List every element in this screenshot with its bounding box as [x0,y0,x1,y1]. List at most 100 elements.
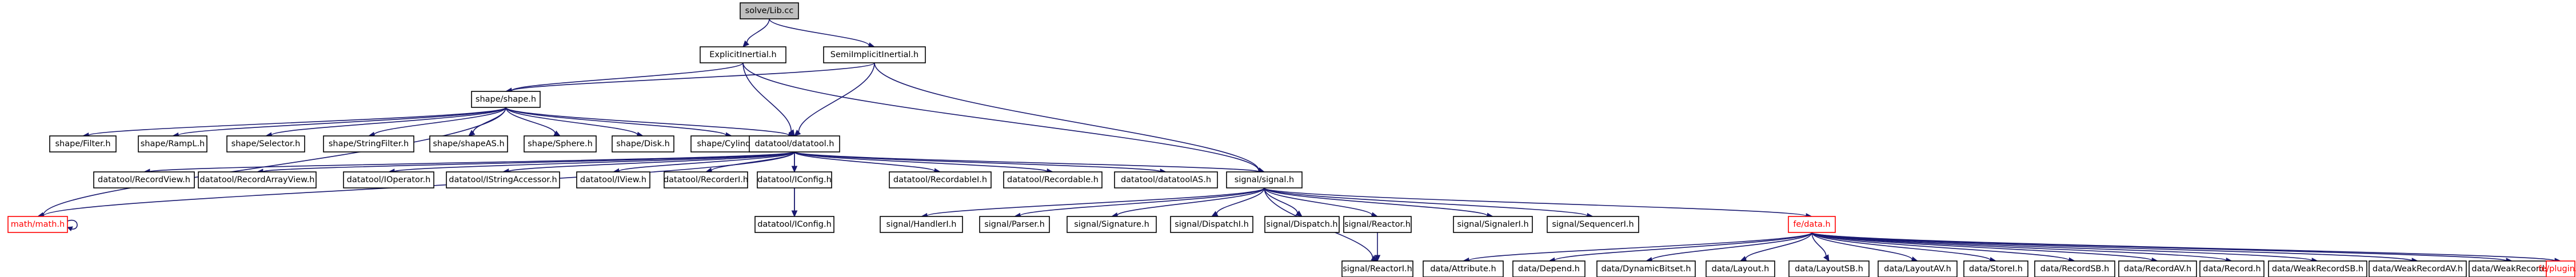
node-box[interactable] [1170,216,1253,233]
node-box[interactable] [1264,216,1340,233]
node-box[interactable] [1963,260,2028,277]
node-box[interactable] [471,91,541,108]
node-box[interactable] [323,135,414,152]
node-box[interactable] [1706,260,1775,277]
node-box[interactable] [664,171,748,188]
node-sig_parser[interactable]: signal/Parser.h [979,216,1050,233]
node-shapefilter[interactable]: shape/Filter.h [49,135,117,152]
node-d_weakrecordav[interactable]: data/WeakRecordAV.h [2369,260,2467,277]
edge-fedata-to-d_weakrecordsb [1811,232,2313,262]
node-sig_signature[interactable]: signal/Signature.h [1067,216,1157,233]
node-box[interactable] [2546,260,2575,277]
node-d_depend[interactable]: data/Depend.h [1512,260,1585,277]
node-dt_datatoolas[interactable]: datatool/datatoolAS.h [1114,171,1218,188]
node-box[interactable] [1114,171,1218,188]
node-box[interactable] [1788,216,1836,233]
node-sig_reactori[interactable]: signal/ReactorI.h [1341,260,1413,277]
node-box[interactable] [1067,216,1157,233]
node-box[interactable] [740,2,799,19]
node-box[interactable] [749,135,840,152]
node-box[interactable] [93,171,195,188]
node-box[interactable] [2118,260,2197,277]
node-box[interactable] [49,135,117,152]
node-sig_dispatchi[interactable]: signal/DispatchI.h [1170,216,1253,233]
node-dt_iconfigh[interactable]: datatool/IConfig.h [754,216,834,233]
node-d_layout[interactable]: data/Layout.h [1706,260,1775,277]
node-box[interactable] [880,216,963,233]
node-dt_recordarrayview[interactable]: datatool/RecordArrayView.h [198,171,317,188]
node-box[interactable] [700,46,786,63]
node-fedata[interactable]: fe/data.h [1788,216,1836,233]
node-sig_handleri[interactable]: signal/HandlerI.h [880,216,963,233]
node-box[interactable] [1878,260,1958,277]
node-sig_reactor[interactable]: signal/Reactor.h [1343,216,1412,233]
node-d_attribute[interactable]: data/Attribute.h [1423,260,1504,277]
node-box[interactable] [446,171,560,188]
node-box[interactable] [1341,260,1413,277]
node-box[interactable] [1596,260,1696,277]
node-box[interactable] [757,171,832,188]
node-box[interactable] [2199,260,2265,277]
node-box[interactable] [226,135,305,152]
node-dt_ioperator[interactable]: datatool/IOperator.h [343,171,434,188]
node-shapesphere[interactable]: shape/Sphere.h [524,135,597,152]
node-sig_sequenceri[interactable]: signal/SequencerI.h [1547,216,1639,233]
node-signal[interactable]: signal/signal.h [1226,171,1303,188]
node-box[interactable] [754,216,834,233]
node-feplugin[interactable]: fe/plugin.h [2538,260,2576,277]
node-dt_iconfig[interactable]: datatool/IConfig.h [757,171,832,188]
node-explicit[interactable]: ExplicitInertial.h [700,46,786,63]
node-d_storei[interactable]: data/StoreI.h [1963,260,2028,277]
node-d_record[interactable]: data/Record.h [2199,260,2265,277]
node-dt_iview[interactable]: datatool/IView.h [576,171,650,188]
node-shapestringfilter[interactable]: shape/StringFilter.h [323,135,414,152]
node-sig_signaleri[interactable]: signal/SignalerI.h [1453,216,1533,233]
node-semiimplicit[interactable]: SemiImplicitInertial.h [823,46,926,63]
node-box[interactable] [2369,260,2467,277]
node-d_layoutav[interactable]: data/LayoutAV.h [1878,260,1958,277]
node-box[interactable] [1453,216,1533,233]
node-box[interactable] [979,216,1050,233]
node-dt_recordview[interactable]: datatool/RecordView.h [93,171,195,188]
edge-signal-to-fedata [1264,187,1807,217]
node-shapedisk[interactable]: shape/Disk.h [612,135,674,152]
node-box[interactable] [889,171,992,188]
node-dt_recordable[interactable]: datatool/Recordable.h [1003,171,1103,188]
node-d_dynamicbitset[interactable]: data/DynamicBitset.h [1596,260,1696,277]
node-d_recordav[interactable]: data/RecordAV.h [2118,260,2197,277]
node-box[interactable] [1547,216,1639,233]
node-dt_recorderi[interactable]: datatool/RecorderI.h [664,171,748,188]
node-shaperamp[interactable]: shape/RampL.h [138,135,207,152]
node-box[interactable] [823,46,926,63]
node-shape[interactable]: shape/shape.h [471,91,541,108]
node-box[interactable] [429,135,508,152]
edge-fedata-to-d_dynamicbitset [1651,232,1812,261]
node-sig_dispatch[interactable]: signal/Dispatch.h [1264,216,1340,233]
node-box[interactable] [612,135,674,152]
node-box[interactable] [2268,260,2367,277]
node-d_layoutsb[interactable]: data/LayoutSB.h [1788,260,1870,277]
node-d_recordsb[interactable]: data/RecordSB.h [2034,260,2115,277]
node-box[interactable] [524,135,597,152]
node-d_weakrecordsb[interactable]: data/WeakRecordSB.h [2268,260,2367,277]
node-box[interactable] [1003,171,1103,188]
node-box[interactable] [1226,171,1303,188]
node-box[interactable] [2034,260,2115,277]
node-shapeselector[interactable]: shape/Selector.h [226,135,305,152]
node-box[interactable] [1423,260,1504,277]
node-shapeshapeas[interactable]: shape/shapeAS.h [429,135,508,152]
node-box[interactable] [343,171,434,188]
node-mathmath[interactable]: math/math.h [7,216,68,233]
node-dt_recordablei[interactable]: datatool/RecordableI.h [889,171,992,188]
node-box[interactable] [1788,260,1870,277]
node-root[interactable]: solve/Lib.cc [740,2,799,19]
node-box[interactable] [7,216,68,233]
node-box[interactable] [1512,260,1585,277]
node-datatool[interactable]: datatool/datatool.h [749,135,840,152]
node-box[interactable] [576,171,650,188]
node-box[interactable] [138,135,207,152]
node-dt_istringaccessor[interactable]: datatool/IStringAccessor.h [446,171,560,188]
edge-fedata-to-d_layoutsb [1811,232,1827,256]
node-box[interactable] [1343,216,1412,233]
node-box[interactable] [198,171,317,188]
